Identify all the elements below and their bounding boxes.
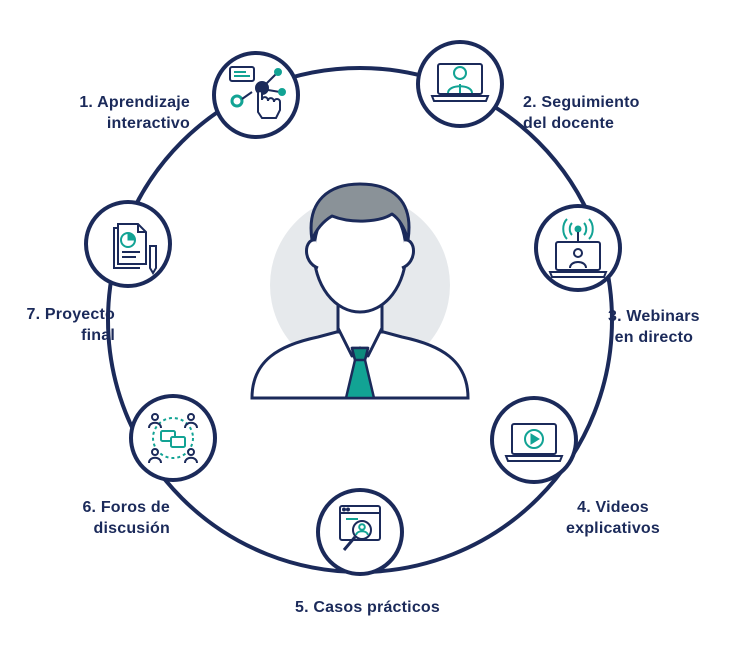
interactive-learning-icon [229,66,286,119]
node-5 [316,488,404,576]
step-label-5: 5. Casos prácticos [295,599,440,616]
node-7 [84,200,172,288]
node-3 [534,204,622,292]
node-1 [212,51,300,139]
node-4 [490,396,578,484]
teacher-monitor-icon [430,63,490,102]
live-webinar-icon [548,218,608,278]
video-play-icon [504,423,564,462]
node-2 [416,40,504,128]
node-6 [129,394,217,482]
student-avatar-icon [250,182,470,400]
final-project-icon [113,223,157,275]
discussion-forum-icon [148,413,198,464]
case-search-icon [339,505,381,551]
